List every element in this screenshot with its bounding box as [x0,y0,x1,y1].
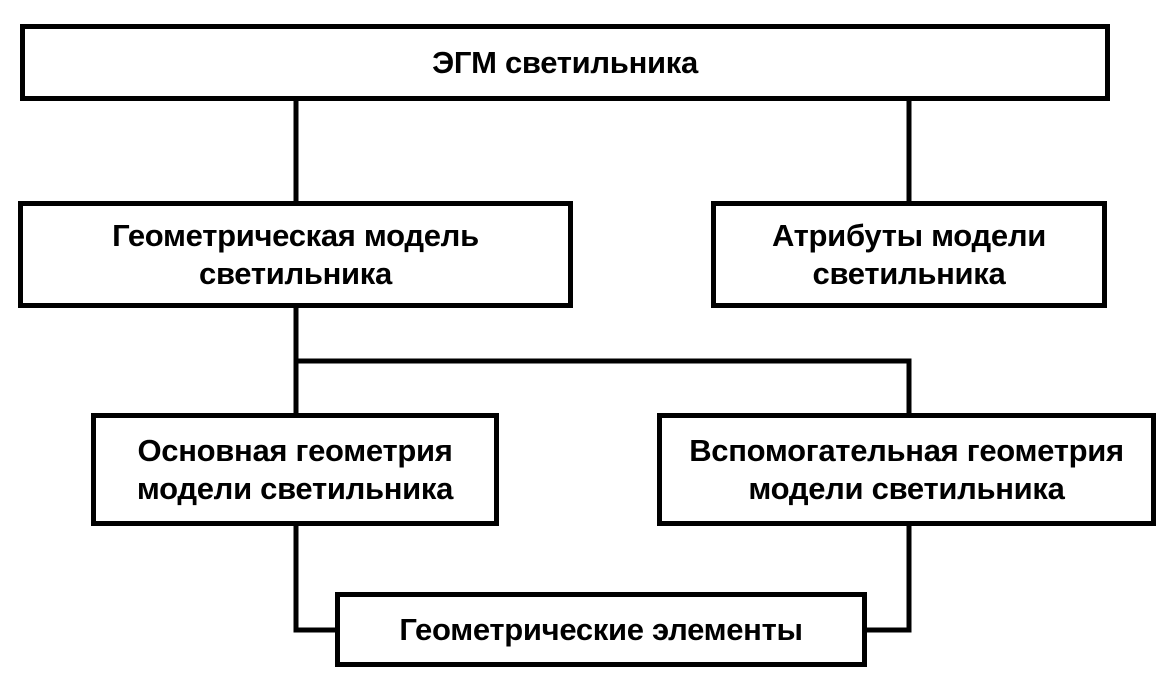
connector-main-geometry-to-elements [293,523,338,633]
node-geometric-model-label: Геометрическая модель светильника [112,217,479,291]
node-auxiliary-geometry: Вспомогательная геометрия модели светиль… [657,413,1156,526]
connector-aux-geometry-to-elements [864,523,912,633]
node-model-attributes: Атрибуты модели светильника [711,201,1107,308]
node-egm-luminaire-label: ЭГМ светильника [432,44,698,80]
node-main-geometry: Основная геометрия модели светильника [91,413,499,526]
node-egm-luminaire: ЭГМ светильника [20,24,1110,101]
node-main-geometry-label: Основная геометрия модели светильника [136,432,454,506]
node-geometric-elements-label: Геометрические элементы [399,611,803,647]
node-auxiliary-geometry-label: Вспомогательная геометрия модели светиль… [689,432,1124,506]
node-geometric-elements: Геометрические элементы [335,592,867,667]
node-geometric-model: Геометрическая модель светильника [18,201,573,308]
node-model-attributes-label: Атрибуты модели светильника [771,217,1046,291]
